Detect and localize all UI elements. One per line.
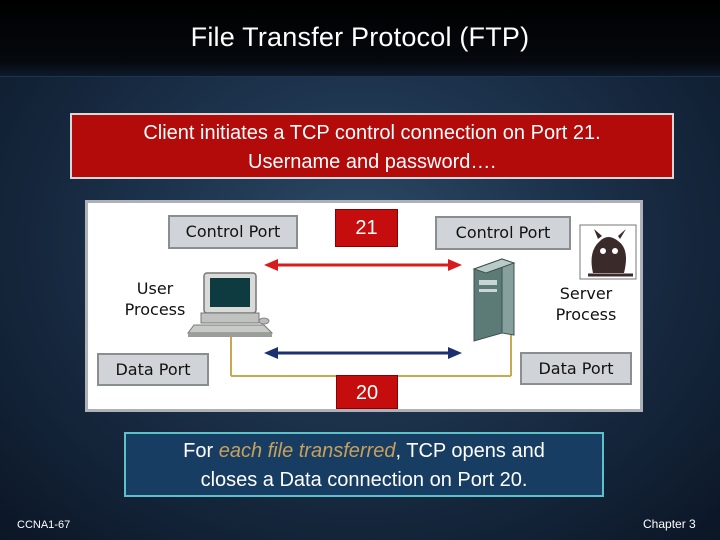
user-process-line-1: User — [136, 279, 174, 298]
server-control-port-label: Control Port — [435, 216, 571, 250]
diagram-graphics — [187, 224, 637, 377]
daemon-mascot-icon — [579, 224, 637, 280]
control-connection-callout: Client initiates a TCP control connectio… — [70, 113, 674, 179]
server-process-label: Server Process — [538, 283, 634, 325]
control-connection-arrow — [264, 259, 462, 271]
client-data-port-label: Data Port — [97, 353, 209, 386]
callout-italic-text: each file transferred — [218, 440, 396, 462]
slide-title: File Transfer Protocol (FTP) — [190, 22, 530, 52]
data-connection-callout: For each file transferred, TCP opens and… — [124, 432, 604, 497]
user-process-line-2: Process — [124, 300, 186, 319]
user-process-label: User Process — [106, 278, 204, 320]
callout-suffix-text: , TCP opens and — [395, 440, 545, 462]
data-port-number-badge: 20 — [336, 375, 398, 409]
server-data-port-label: Data Port — [520, 352, 632, 385]
chapter-footer: Chapter 3 — [643, 517, 696, 531]
client-control-port-label: Control Port — [168, 215, 298, 249]
title-bar: File Transfer Protocol (FTP) — [0, 0, 720, 77]
control-port-number-badge: 21 — [335, 209, 398, 247]
data-connection-arrow — [264, 347, 462, 359]
callout-line-1: For each file transferred, TCP opens and — [126, 437, 602, 466]
slide-id-footer: CCNA1-67 — [17, 519, 71, 531]
ftp-diagram: Control Port Control Port Data Port Data… — [85, 200, 643, 412]
callout-prefix-text: For — [183, 440, 219, 462]
callout-line-1: Client initiates a TCP control connectio… — [143, 122, 601, 144]
server-icon — [472, 258, 516, 342]
server-process-line-1: Server — [559, 284, 613, 303]
callout-line-2: closes a Data connection on Port 20. — [200, 469, 528, 491]
server-process-line-2: Process — [555, 305, 617, 324]
callout-line-2: Username and password…. — [248, 151, 496, 173]
computer-icon — [187, 272, 274, 337]
